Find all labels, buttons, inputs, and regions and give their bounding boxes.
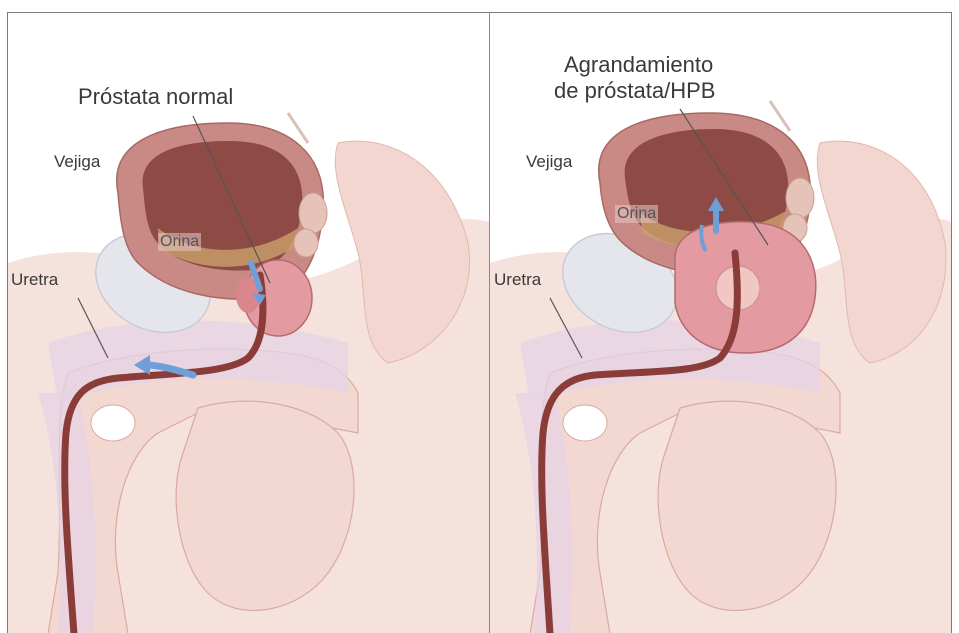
urethra-label: Uretra	[494, 271, 541, 290]
enlarged-prostate-label-line1: Agrandamiento	[564, 53, 713, 77]
bladder-label: Vejiga	[54, 153, 100, 172]
enlarged-prostate-label-line2: de próstata/HPB	[554, 79, 715, 103]
enlarged-anatomy-illustration	[490, 13, 952, 633]
urine-label: Orina	[158, 233, 201, 251]
urethra-label: Uretra	[11, 271, 58, 290]
urine-label: Orina	[615, 205, 658, 223]
normal-prostate-label: Próstata normal	[78, 85, 233, 109]
enlarged-prostate-panel: Agrandamiento de próstata/HPB Vejiga Ori…	[489, 12, 952, 633]
normal-prostate-panel: Próstata normal Vejiga Orina Uretra	[7, 12, 491, 633]
bladder-label: Vejiga	[526, 153, 572, 172]
